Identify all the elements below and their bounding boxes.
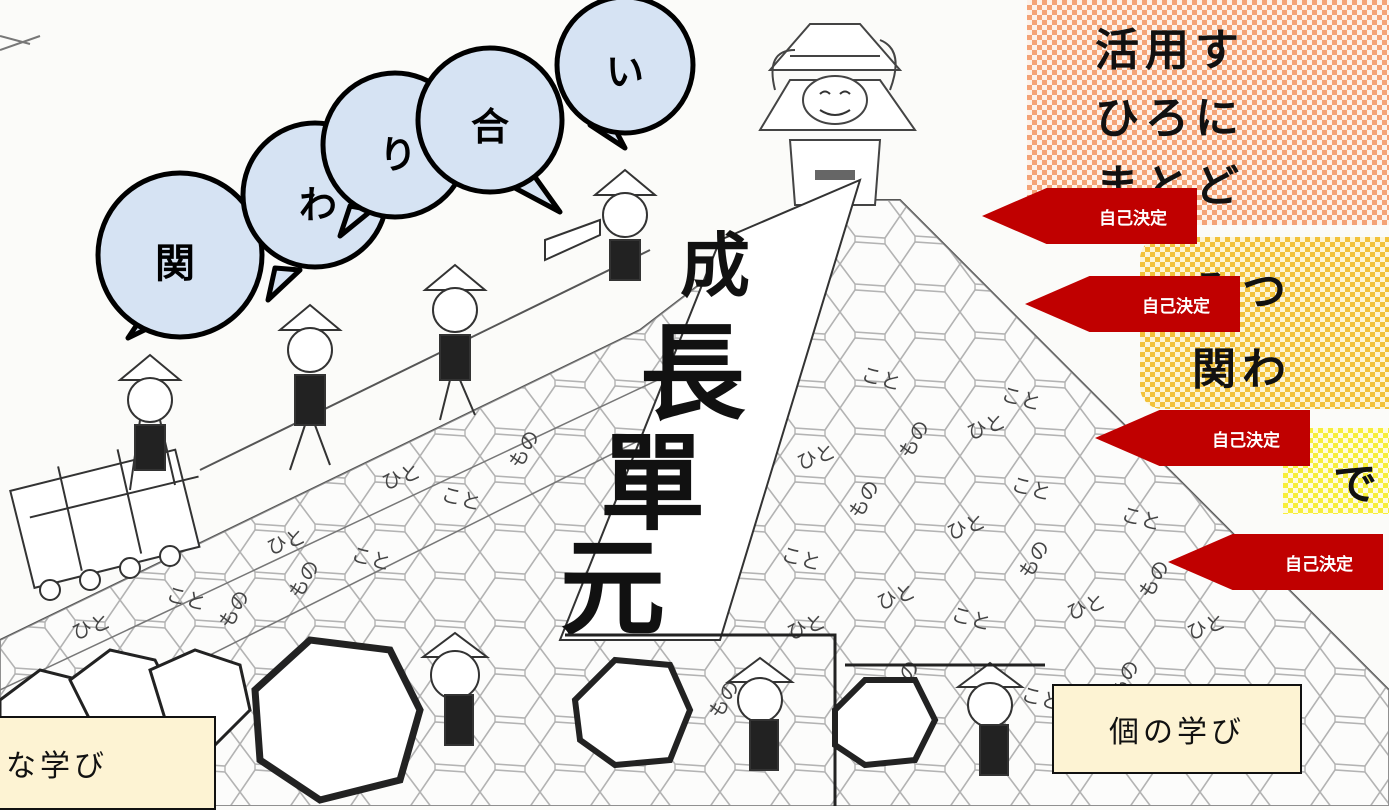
castle-tower — [758, 23, 917, 206]
top-text-panel: 活用す ひろに まとど — [1027, 0, 1389, 225]
bubble-text: い — [606, 50, 644, 94]
speech-bubbles: 関 わ り 合 い — [95, 0, 696, 341]
bubble-text: 合 — [471, 105, 509, 149]
cart — [9, 448, 201, 601]
bubble-text: わ — [299, 183, 337, 227]
panel-line: 関わ — [1192, 344, 1292, 395]
banner — [558, 178, 862, 641]
banner-char: 單 — [600, 423, 705, 545]
individual-learning-label: 個の学び — [1052, 684, 1302, 774]
bottom-text-panel: で — [1283, 428, 1389, 514]
bubble-text: 関 — [155, 241, 195, 287]
panel-line: 活用す — [1095, 25, 1245, 76]
panel-line: で — [1333, 459, 1383, 510]
characters — [117, 168, 658, 491]
bubble-text: り — [379, 133, 417, 177]
banner-char: 長 — [640, 313, 746, 435]
banner-char: 成 — [680, 225, 750, 307]
collaborative-learning-label: な学び — [0, 716, 216, 810]
pushers — [420, 631, 1025, 776]
banner-char: 元 — [560, 528, 665, 650]
panel-line: ひろに — [1095, 93, 1245, 144]
